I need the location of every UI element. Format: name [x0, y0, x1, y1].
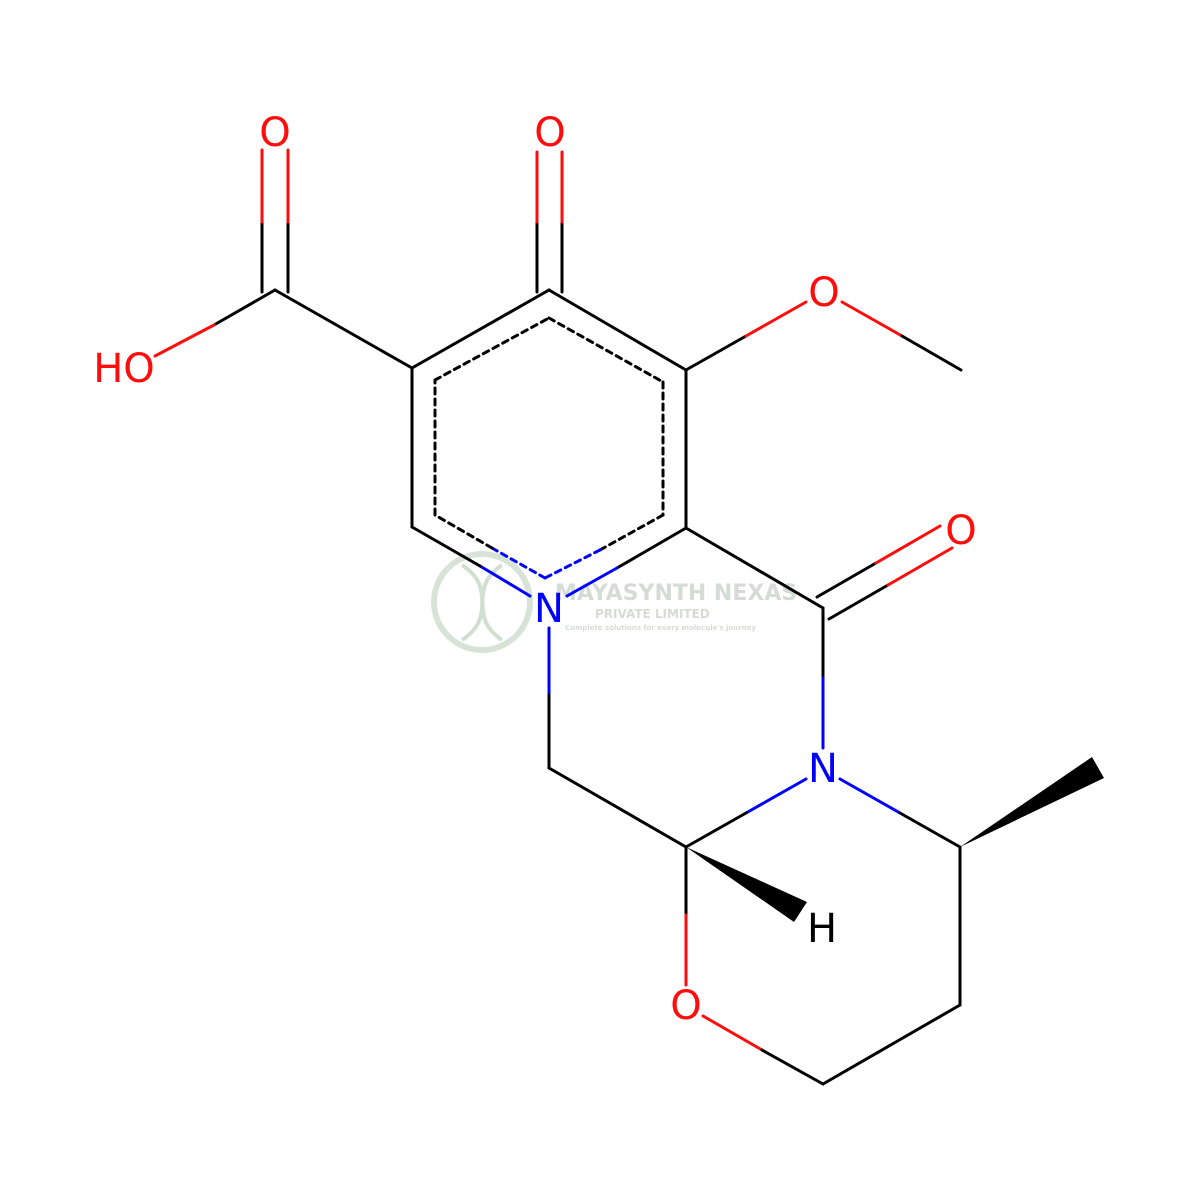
bond-n1-c2-b [410, 525, 482, 568]
atom-o-ketone: O [534, 110, 565, 156]
atom-o-acid-carbonyl: O [259, 110, 290, 156]
bond-namide-chiral [744, 777, 808, 815]
atom-h-stereo: H [807, 906, 837, 952]
watermark: MAYASYNTH NEXAS PRIVATE LIMITED Complete… [431, 551, 797, 653]
atom-n-ring: N [534, 586, 564, 632]
bond-camide-o-1 [815, 561, 878, 599]
atom-n-amide: N [808, 746, 838, 792]
atom-o-amide: O [945, 508, 976, 554]
watermark-subtitle: PRIVATE LIMITED [595, 607, 710, 621]
bond-oring-ch2-b [760, 1048, 825, 1086]
bond-c3-c4 [410, 288, 551, 370]
bond-acid-ring [273, 288, 414, 370]
bond-c5-omethoxy [684, 334, 748, 372]
atom-o-methoxy: O [808, 270, 839, 316]
bond-n1-c2 [478, 564, 532, 598]
bond-c6-camide [684, 526, 825, 610]
bonds [153, 148, 963, 1086]
atom-labels: O O HO O O N N H O [93, 110, 977, 1029]
bond-c6-n1-b [565, 566, 619, 598]
bond-oring-ch2 [701, 1014, 764, 1052]
watermark-tagline: Complete solutions for every molecule's … [565, 624, 756, 632]
bond-namide-cme-b [898, 811, 962, 849]
bond-namide-cme [838, 777, 902, 815]
bond-ch2-chiral [547, 766, 688, 849]
bond-c6-n1 [615, 526, 688, 570]
wedge-bond-methyl [960, 757, 1104, 847]
watermark-company: MAYASYNTH NEXAS [555, 581, 797, 606]
bond-omethoxy-ch3-b [900, 334, 963, 372]
wedge-bond-hydrogen [686, 847, 807, 922]
aromatic-inner-ring [433, 316, 665, 580]
bond-acid-c-oh [212, 288, 277, 327]
watermark-logo [431, 551, 533, 653]
atom-hydroxyl: HO [93, 346, 155, 392]
atom-o-ring: O [670, 983, 701, 1029]
bond-camide-o-1b [874, 524, 942, 565]
bond-camide-o-2 [827, 583, 890, 621]
bond-c4-c5 [547, 288, 688, 372]
bond-acid-c-oh-b [153, 323, 216, 358]
bond-c5-omethoxy-b [744, 300, 808, 338]
bond-omethoxy-ch3 [840, 300, 904, 338]
bond-ch2-ch2 [821, 1003, 962, 1086]
bond-namide-chiral-b [684, 811, 748, 849]
bond-camide-o-2b [886, 546, 954, 587]
